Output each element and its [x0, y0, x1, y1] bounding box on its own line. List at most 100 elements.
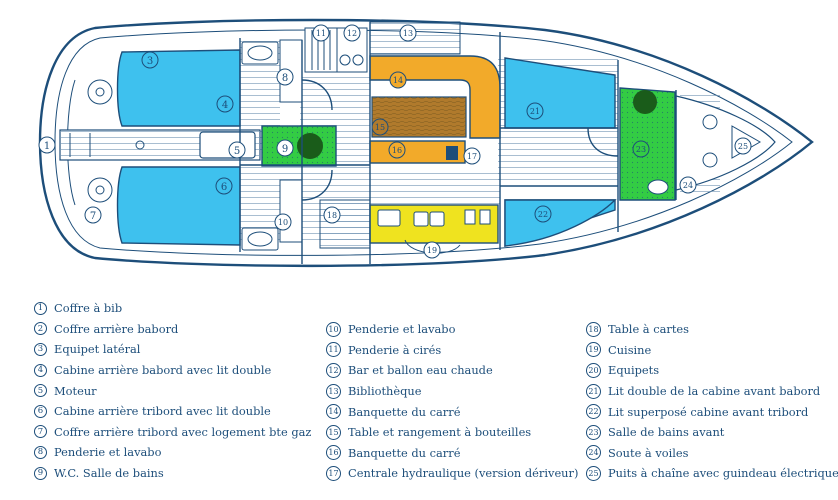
marker-19: 19 — [423, 241, 441, 259]
svg-text:9: 9 — [282, 144, 288, 155]
legend-label: Banquette du carré — [348, 404, 461, 419]
legend-label: Equipets — [608, 363, 660, 378]
marker-24: 24 — [679, 176, 697, 194]
legend-number: 25 — [586, 465, 601, 481]
svg-text:4: 4 — [222, 100, 228, 111]
marker-16: 16 — [388, 141, 406, 159]
legend-number: 13 — [326, 383, 341, 399]
marker-18: 18 — [323, 206, 341, 224]
svg-text:12: 12 — [347, 29, 357, 38]
legend-number: 5 — [34, 384, 47, 398]
svg-text:24: 24 — [683, 181, 693, 190]
svg-text:13: 13 — [403, 29, 413, 38]
svg-text:5: 5 — [234, 146, 240, 157]
svg-text:3: 3 — [147, 56, 153, 67]
svg-text:8: 8 — [282, 73, 288, 84]
legend-number: 10 — [326, 321, 341, 337]
marker-12: 12 — [343, 24, 361, 42]
legend-item: 20 Equipets — [586, 360, 838, 381]
marker-5: 5 — [228, 141, 246, 159]
legend-label: Soute à voiles — [608, 445, 689, 460]
legend-number: 2 — [34, 322, 47, 336]
legend-item: 18 Table à cartes — [586, 319, 838, 340]
legend-label: Centrale hydraulique (version dériveur) — [348, 466, 579, 481]
marker-4: 4 — [216, 95, 234, 113]
aft-bathroom — [261, 125, 337, 167]
legend-label: Penderie et lavabo — [348, 322, 456, 337]
aft-cabins — [87, 49, 241, 246]
marker-25: 25 — [734, 137, 752, 155]
legend-number: 8 — [34, 445, 47, 459]
marker-15: 15 — [371, 118, 389, 136]
legend-number: 1 — [34, 301, 47, 315]
marker-8: 8 — [276, 68, 294, 86]
svg-text:11: 11 — [316, 29, 326, 38]
marker-10: 10 — [274, 213, 292, 231]
legend-label: Salle de bains avant — [608, 425, 725, 440]
legend-number: 18 — [586, 321, 601, 337]
marker-21: 21 — [526, 102, 544, 120]
svg-text:19: 19 — [427, 246, 437, 255]
legend-label: Lit double de la cabine avant babord — [608, 384, 821, 399]
legend-number: 6 — [34, 404, 47, 418]
legend-number: 15 — [326, 424, 341, 440]
legend-label: Table à cartes — [608, 322, 689, 337]
svg-text:7: 7 — [90, 211, 96, 222]
legend-number: 19 — [586, 342, 601, 358]
legend-item: 10 Penderie et lavabo — [326, 319, 578, 340]
legend-item: 1 Coffre à bib — [34, 298, 311, 319]
legend-item: 5 Moteur — [34, 380, 311, 401]
legend-number: 14 — [326, 404, 341, 420]
legend-label: Puits à chaîne avec guindeau électrique — [608, 466, 838, 481]
legend-label: Coffre arrière tribord avec logement bte… — [54, 424, 312, 439]
svg-text:23: 23 — [636, 145, 646, 154]
galley — [369, 204, 499, 254]
legend-label: W.C. Salle de bains — [54, 466, 164, 481]
marker-23: 23 — [632, 140, 650, 158]
legend-number: 7 — [34, 425, 47, 439]
legend-item: 9 W.C. Salle de bains — [34, 463, 311, 484]
legend-label: Moteur — [54, 383, 97, 398]
legend-item: 21 Lit double de la cabine avant babord — [586, 381, 838, 402]
forepeak — [675, 95, 776, 191]
legend-number: 20 — [586, 362, 601, 378]
plan-markers: 1 3 4 5 6 7 8 9 10 11 12 13 14 15 16 17 … — [38, 24, 752, 259]
legend-item: 25 Puits à chaîne avec guindeau électriqu… — [586, 463, 838, 484]
legend-label: Penderie à cirés — [348, 342, 442, 357]
legend-label: Lit superposé cabine avant tribord — [608, 404, 809, 419]
svg-text:6: 6 — [221, 182, 227, 193]
legend-item: 23 Salle de bains avant — [586, 422, 838, 443]
marker-17: 17 — [463, 147, 481, 165]
partitions — [239, 22, 677, 264]
legend-number: 17 — [326, 465, 341, 481]
legend-item: 24 Soute à voiles — [586, 443, 838, 464]
svg-text:1: 1 — [44, 141, 50, 152]
legend-number: 3 — [34, 342, 47, 356]
svg-text:22: 22 — [538, 210, 548, 219]
legend-label: Coffre à bib — [54, 301, 123, 316]
marker-22: 22 — [534, 205, 552, 223]
legend-number: 9 — [34, 466, 47, 480]
marker-3: 3 — [141, 51, 159, 69]
legend-number: 21 — [586, 383, 601, 399]
legend-number: 24 — [586, 445, 601, 461]
svg-text:18: 18 — [327, 211, 337, 220]
svg-text:15: 15 — [375, 123, 385, 132]
svg-text:25: 25 — [738, 142, 748, 151]
legend-number: 23 — [586, 424, 601, 440]
legend-item: 17 Centrale hydraulique (version dériveur… — [326, 463, 578, 484]
legend-label: Cabine arrière babord avec lit double — [54, 363, 272, 378]
svg-text:16: 16 — [392, 146, 402, 155]
marker-9: 9 — [276, 139, 294, 157]
legend-label: Bar et ballon eau chaude — [348, 363, 493, 378]
